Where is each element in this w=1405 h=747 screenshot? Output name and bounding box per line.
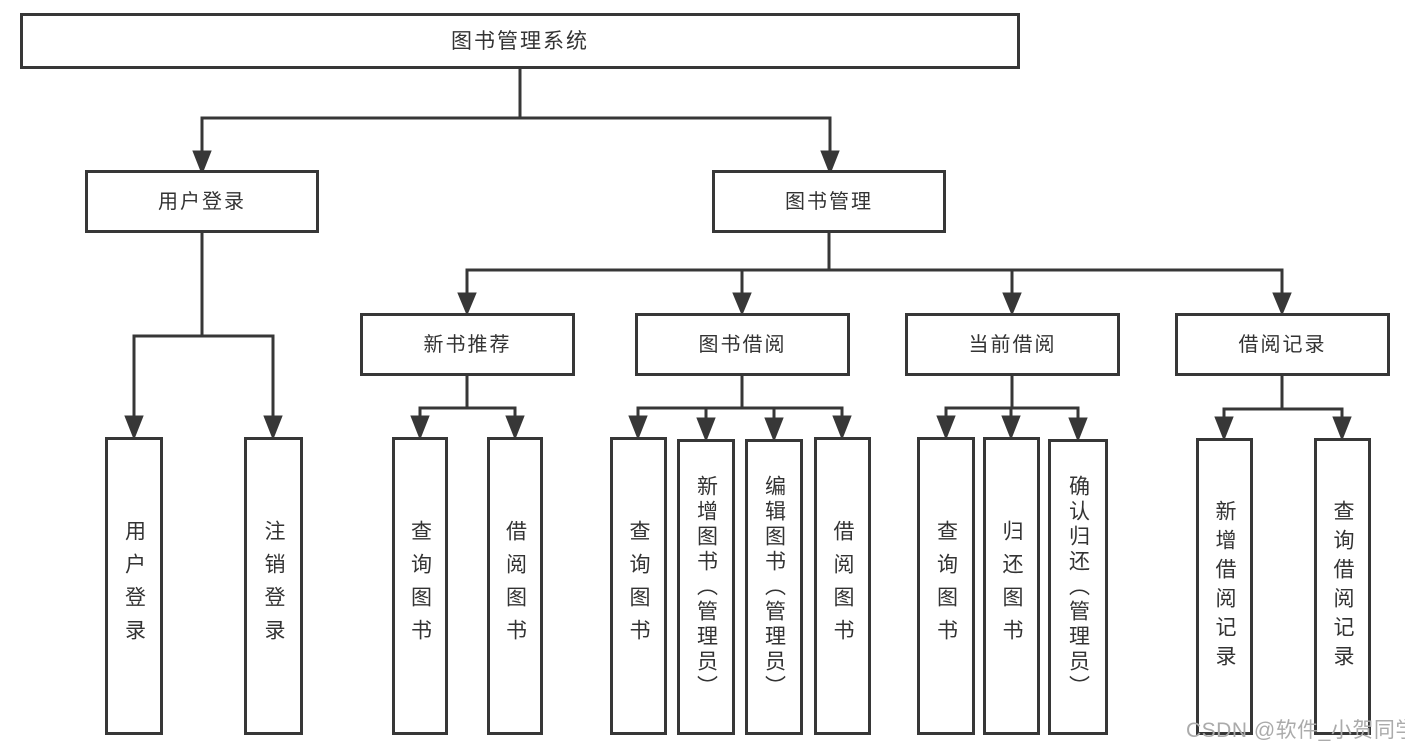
branch-book-borrow [628, 375, 852, 443]
arrow-down-icon [1068, 417, 1088, 443]
node-book-management: 图书管理 [712, 170, 946, 233]
leaf-return-books: 归还图书 [983, 437, 1040, 735]
leaf-query-books: 查询图书 [392, 437, 448, 735]
node-borrow-record: 借阅记录 [1175, 313, 1390, 376]
arrow-down-icon [936, 415, 956, 441]
arrow-down-icon [192, 150, 212, 176]
csdn-watermark: CSDN @软件_小贺同学 [1186, 719, 1405, 742]
leaf-query-books: 查询图书 [610, 437, 667, 735]
arrow-down-icon [457, 292, 477, 316]
leaf-edit-books-admin: 编辑图书（管理员） [745, 439, 803, 735]
leaf-borrow-books: 借阅图书 [487, 437, 543, 735]
arrow-down-icon [1001, 415, 1021, 441]
arrow-down-icon [124, 415, 144, 441]
arrow-down-icon [832, 415, 852, 441]
arrow-down-icon [764, 417, 784, 443]
arrow-down-icon [820, 150, 840, 176]
branch-root [192, 69, 840, 176]
node-user-login: 用户登录 [85, 170, 319, 233]
leaf-add-books-admin: 新增图书（管理员） [677, 439, 735, 735]
branch-user-login [124, 233, 283, 441]
arrow-down-icon [732, 292, 752, 316]
arrow-down-icon [1214, 416, 1234, 442]
leaf-query-borrow-record: 查询借阅记录 [1314, 438, 1371, 735]
arrow-down-icon [410, 415, 430, 441]
node-new-book-recommend: 新书推荐 [360, 313, 575, 376]
leaf-query-books: 查询图书 [917, 437, 975, 735]
branch-current-borrow [936, 375, 1088, 443]
leaf-user-login: 用户登录 [105, 437, 163, 735]
arrow-down-icon [696, 417, 716, 443]
leaf-borrow-books: 借阅图书 [814, 437, 871, 735]
arrow-down-icon [1272, 292, 1292, 316]
node-library-management-system: 图书管理系统 [20, 13, 1020, 69]
leaf-add-borrow-record: 新增借阅记录 [1196, 438, 1253, 735]
node-book-borrow: 图书借阅 [635, 313, 850, 376]
node-current-borrow: 当前借阅 [905, 313, 1120, 376]
arrow-down-icon [263, 415, 283, 441]
branch-new-book-recommend [410, 375, 525, 441]
branch-book-management [457, 233, 1292, 316]
leaf-logout: 注销登录 [244, 437, 303, 735]
arrow-down-icon [1332, 416, 1352, 442]
arrow-down-icon [628, 415, 648, 441]
leaf-confirm-return-admin: 确认归还（管理员） [1048, 439, 1108, 735]
branch-borrow-record [1214, 375, 1352, 442]
arrow-down-icon [505, 415, 525, 441]
arrow-down-icon [1002, 292, 1022, 316]
